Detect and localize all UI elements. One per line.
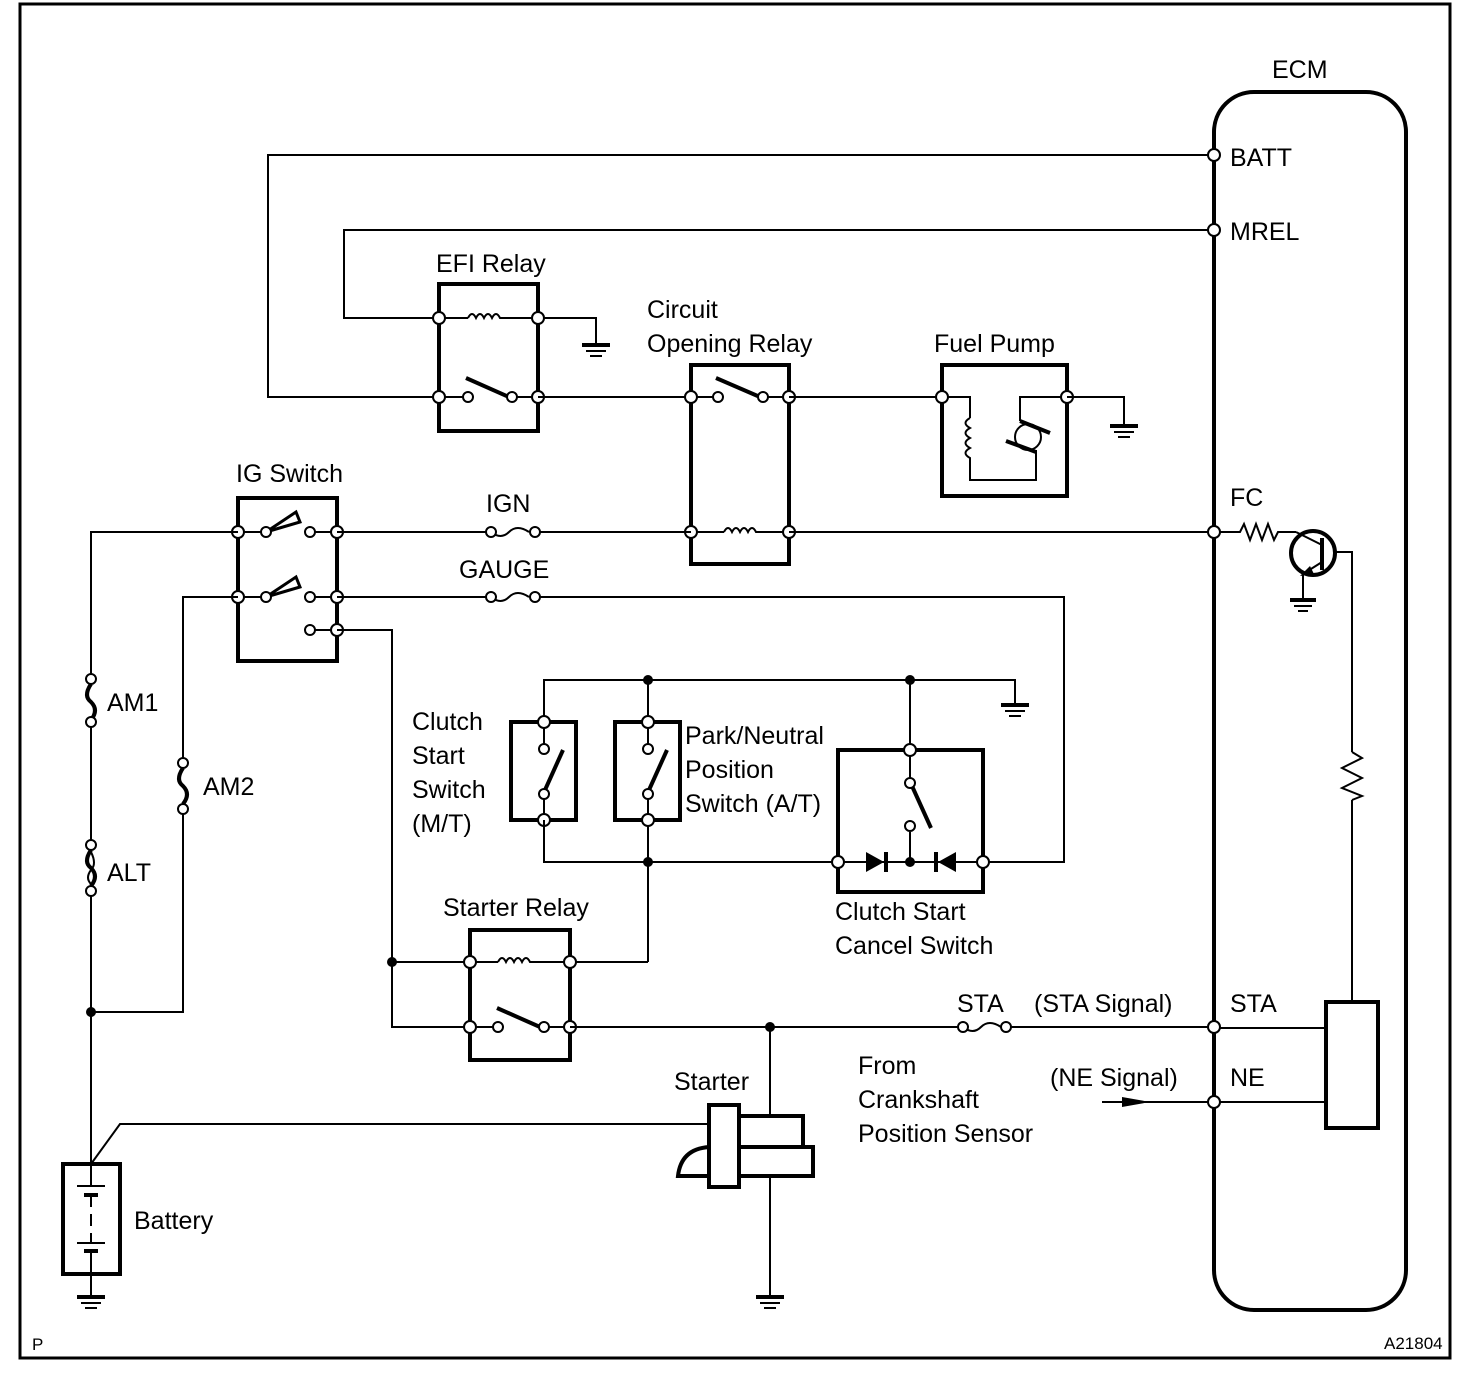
diagram-frame (18, 2, 1452, 1360)
clutch-start-switch-label-4: (M/T) (412, 810, 472, 838)
fuse-am1-label: AM1 (107, 689, 158, 717)
fuel-pump-label: Fuel Pump (934, 330, 1055, 358)
ecm-pin-fc-label: FC (1230, 484, 1263, 512)
starter-relay-coil-icon (497, 957, 570, 965)
circuit-opening-relay-label-1: Circuit (647, 296, 718, 324)
fc-transistor (1214, 521, 1365, 1002)
ecm-batt-terminal (1207, 148, 1221, 162)
fuse-am2: AM2 (177, 757, 254, 815)
fuse-ign: IGN (485, 490, 541, 538)
park-neutral-switch-label-2: Position (685, 756, 774, 784)
figure-id: A21804 (1384, 1334, 1443, 1353)
ecm-pin-mrel-label: MREL (1230, 218, 1300, 246)
fuse-alt-label: ALT (107, 859, 151, 887)
starter-relay: Starter Relay (443, 894, 589, 1062)
batt-wire (267, 154, 1214, 398)
efi-relay-coil-icon (467, 313, 538, 321)
ecm-input-block (1324, 1000, 1380, 1130)
clutch-start-cancel-switch-label-1: Clutch Start (835, 898, 966, 926)
clutch-start-switch-label-2: Start (412, 742, 465, 770)
ig-switch-label: IG Switch (236, 460, 343, 488)
fuse-sta-label: STA (957, 990, 1004, 1018)
corner-mark: P (32, 1335, 43, 1354)
fuel-pump: Fuel Pump (934, 330, 1138, 498)
ig-switch: IG Switch (231, 460, 344, 663)
ne-arrow-icon (1122, 1097, 1150, 1107)
fuse-alt: ALT (85, 839, 151, 897)
starter-motor: Starter (90, 1068, 815, 1309)
fuse-sta: STA (957, 990, 1012, 1033)
starter-label: Starter (674, 1068, 749, 1096)
ecm-block: ECM BATT MREL FC STA NE (1212, 56, 1408, 1312)
ecm-pin-batt-label: BATT (1230, 144, 1292, 172)
ig-switch-contact-1-icon (265, 509, 303, 534)
clutch-start-switch: Clutch Start Switch (M/T) (412, 708, 578, 838)
ecm-label: ECM (1272, 56, 1328, 84)
ecm-mrel-terminal (1207, 223, 1221, 237)
fuse-am1: AM1 (85, 673, 158, 728)
mrel-wire (343, 229, 1214, 319)
clutch-start-cancel-switch: Clutch Start Cancel Switch (831, 680, 993, 960)
clutch-start-cancel-switch-label-2: Cancel Switch (835, 932, 993, 960)
ecm-fc-terminal (1207, 525, 1221, 539)
fuse-ign-label: IGN (486, 490, 530, 518)
battery-label: Battery (134, 1207, 214, 1235)
ne-signal-label: (NE Signal) (1050, 1064, 1178, 1092)
clutch-start-switch-label-3: Switch (412, 776, 486, 804)
battery: Battery (61, 1162, 214, 1309)
circuit-opening-relay: Circuit Opening Relay (647, 296, 813, 566)
crank-sensor-label-2: Crankshaft (858, 1086, 979, 1114)
sta-signal-label: (STA Signal) (1034, 990, 1172, 1018)
starter-relay-label: Starter Relay (443, 894, 589, 922)
efi-relay-label: EFI Relay (436, 250, 546, 278)
efi-relay: EFI Relay (432, 250, 610, 433)
crank-sensor-label-1: From (858, 1052, 916, 1080)
fuse-gauge: GAUGE (459, 556, 549, 603)
fuel-pump-coil-icon (964, 417, 1037, 481)
ig-switch-contact-2-icon (265, 574, 303, 599)
fuse-gauge-label: GAUGE (459, 556, 549, 584)
ecm-sta-terminal (1207, 1020, 1221, 1034)
ecm-ne-terminal (1207, 1095, 1221, 1109)
diode-1-icon (866, 852, 884, 872)
clutch-start-switch-label-1: Clutch (412, 708, 483, 736)
circuit-opening-relay-label-2: Opening Relay (647, 330, 813, 358)
diode-2-icon (938, 852, 956, 872)
fuse-am2-label: AM2 (203, 773, 254, 801)
park-neutral-position-switch: Park/Neutral Position Switch (A/T) (613, 680, 824, 962)
park-neutral-switch-label-1: Park/Neutral (685, 722, 824, 750)
crank-sensor-label-3: Position Sensor (858, 1120, 1033, 1148)
ecm-pin-ne-label: NE (1230, 1064, 1265, 1092)
ecm-pin-sta-label: STA (1230, 990, 1277, 1018)
circuit-opening-relay-coil-icon (723, 527, 789, 535)
park-neutral-switch-label-3: Switch (A/T) (685, 790, 821, 818)
